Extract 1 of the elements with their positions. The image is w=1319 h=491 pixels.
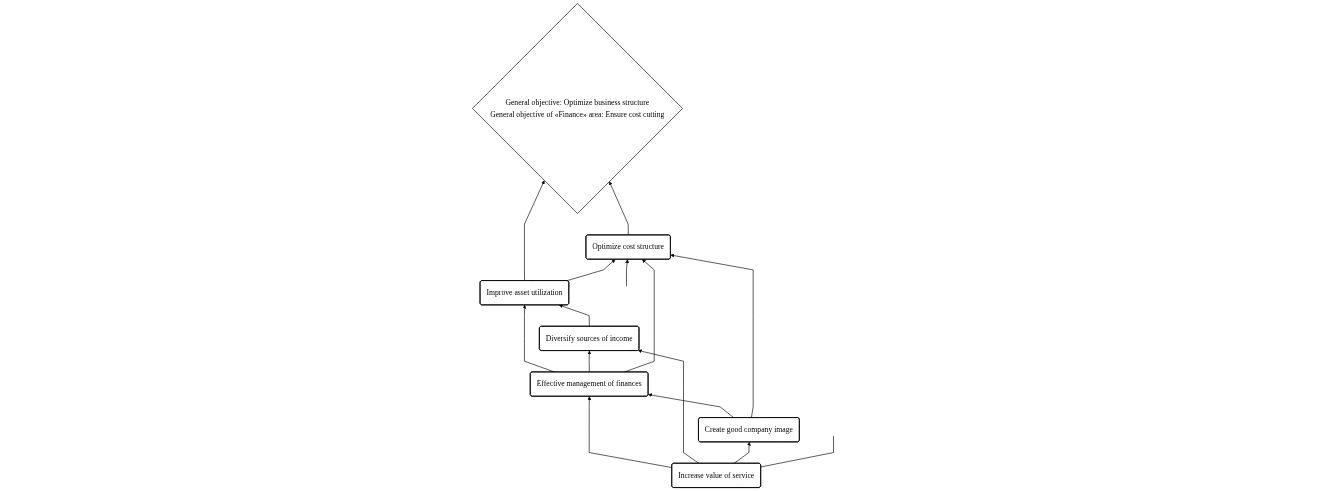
connector [760, 435, 834, 468]
